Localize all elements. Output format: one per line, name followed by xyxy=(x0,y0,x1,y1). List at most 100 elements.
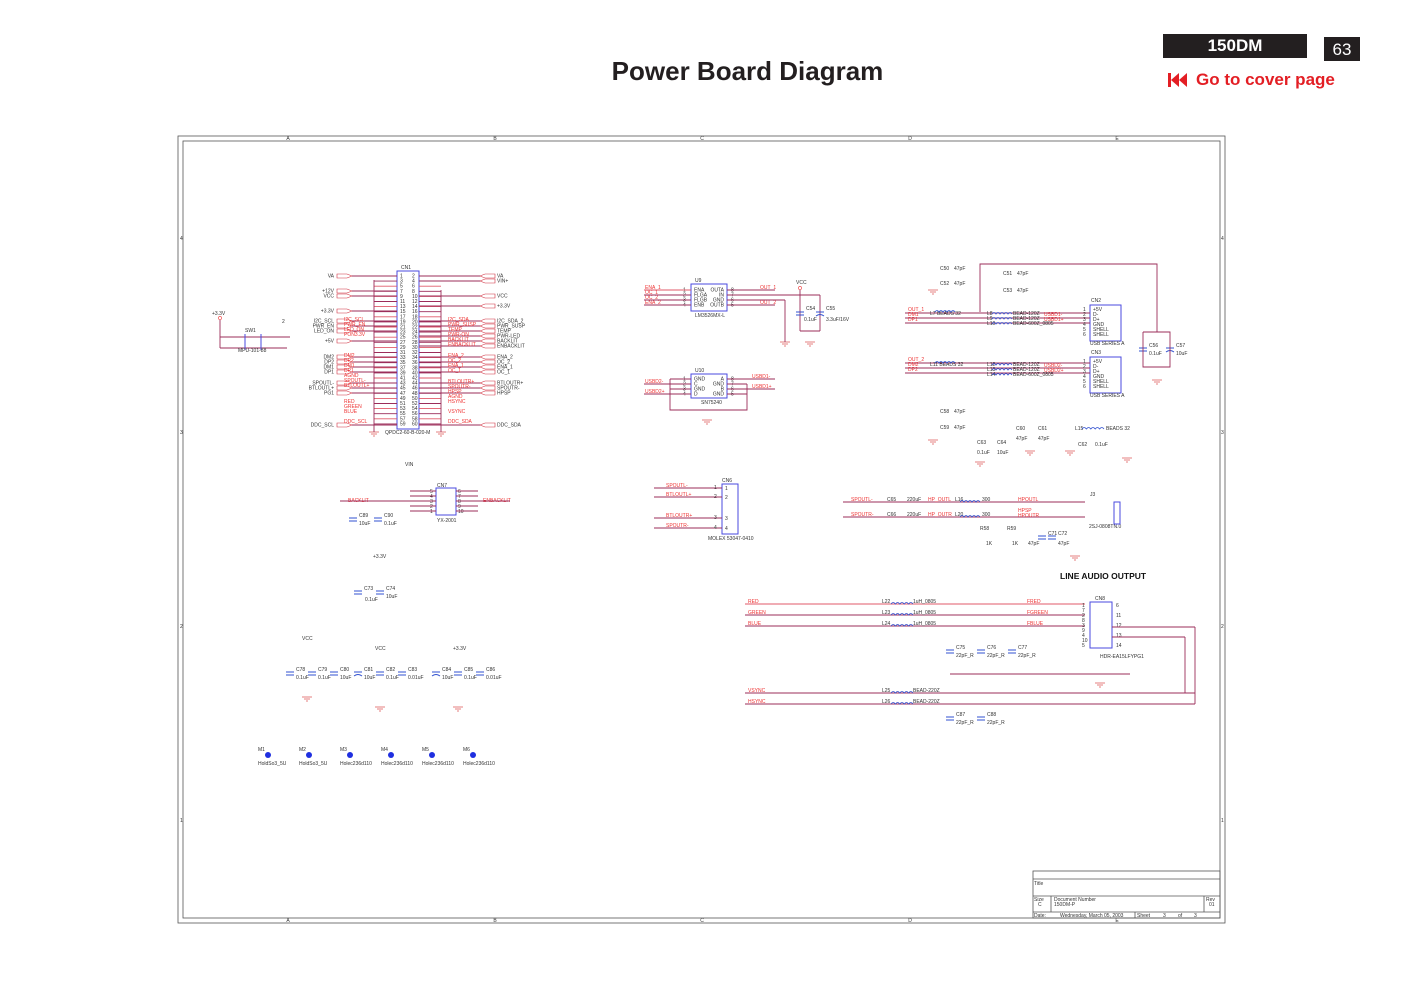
inductor-icon xyxy=(991,317,1013,320)
net-label-right: BTLOUTR+ xyxy=(497,381,523,387)
drawing-inner-border xyxy=(182,140,1221,919)
net-label-right: DDC_SDA xyxy=(497,423,522,429)
net-label: DP1 xyxy=(908,317,918,323)
pin-number: 28 xyxy=(412,340,418,346)
net-port-icon xyxy=(336,323,353,329)
net-label-inner: DP1 xyxy=(344,368,354,374)
capacitor-ref: C62 xyxy=(1078,442,1087,448)
net-label: OUT_1 xyxy=(760,285,776,291)
net-port-icon xyxy=(479,333,496,339)
border-row-marker: 4 xyxy=(180,236,183,242)
inductor-icon xyxy=(991,368,1013,371)
pin-number: 53 xyxy=(400,406,406,412)
net-label-inner: BLUE xyxy=(344,409,358,415)
capacitor-value: 47pF xyxy=(1058,541,1069,547)
pin-number: 39 xyxy=(400,370,406,376)
capacitor-value: 47pF xyxy=(1038,436,1049,442)
date-label: Date: xyxy=(1034,913,1046,919)
chip-pin-name: OUTB xyxy=(710,303,725,309)
capacitor-value: 10uF xyxy=(1176,351,1187,357)
document-number: 150DM-P xyxy=(1054,902,1076,908)
capacitor-ref: C84 xyxy=(442,667,451,673)
net-label: ENA_2 xyxy=(645,300,661,306)
capacitor-ref: C76 xyxy=(987,645,996,651)
net-label: BLUE xyxy=(748,621,762,627)
cn1-connector: CN1 QPDC2-60-B-020-M 1357911131517192123… xyxy=(309,265,526,437)
capacitor-ref: C87 xyxy=(956,712,965,718)
connector-pin-number: 3 xyxy=(1083,369,1086,375)
connector-pin: SHELL xyxy=(1093,332,1109,338)
mounting-hole-icon xyxy=(429,752,435,758)
go-to-cover-link[interactable]: Go to cover page xyxy=(1168,70,1335,90)
net-label-left: SPOUTL- xyxy=(312,381,334,387)
pin-number: 9 xyxy=(1082,628,1085,634)
pin-number: 32 xyxy=(412,350,418,356)
pin-number: 30 xyxy=(412,345,418,351)
bead-ref: L16 xyxy=(955,497,964,503)
pin-number: 4 xyxy=(430,494,433,500)
net-label: USBD2- xyxy=(1044,363,1063,369)
net-label: RED xyxy=(748,599,759,605)
connector-pin: SHELL xyxy=(1093,327,1109,333)
capacitor-value: 47pF xyxy=(1028,541,1039,547)
net-label: ENA_1 xyxy=(645,285,661,291)
chip-pin-number: 5 xyxy=(731,392,734,398)
pin-number: 34 xyxy=(412,355,418,361)
capacitor-ref: C90 xyxy=(384,513,393,519)
net-label-right: ENA_1 xyxy=(497,365,513,371)
net-port-icon xyxy=(336,318,353,324)
net-label: BTLOUTR+ xyxy=(666,513,692,519)
pin-number: 4 xyxy=(1082,633,1085,639)
net-label-inner: I2C_SCL xyxy=(344,317,365,323)
inductor-icon xyxy=(991,322,1013,325)
capacitor-value: 10uF xyxy=(359,521,370,527)
net-port-icon xyxy=(479,390,496,396)
net-label-inner: DDC_SCL xyxy=(344,419,368,425)
pin-number: 44 xyxy=(412,381,418,387)
pin-number: 14 xyxy=(1116,643,1122,649)
chip-pin-number: 3 xyxy=(683,298,686,304)
connector-pin-number: 4 xyxy=(1083,322,1086,328)
pin-number: 29 xyxy=(400,345,406,351)
net-port-icon xyxy=(479,380,496,386)
mounting-hole-part: Holec236d110 xyxy=(381,761,413,767)
chip-pin-name: A xyxy=(721,377,725,383)
skip-back-icon xyxy=(1168,72,1188,88)
cn1-pin-numbers: 1357911131517192123252729313335373941434… xyxy=(374,274,441,427)
net-label: USBD1- xyxy=(1044,312,1063,318)
net-port-icon xyxy=(479,364,496,370)
chip-pin-number: 6 xyxy=(731,387,734,393)
net-label-right: VA xyxy=(497,274,504,280)
size-label: Size xyxy=(1034,897,1044,903)
pin-number: 4 xyxy=(725,526,728,532)
border-row-marker: 1 xyxy=(1221,818,1224,824)
inductor-icon xyxy=(959,500,981,503)
net-label: HPSP xyxy=(1018,508,1032,514)
net-label: DM2 xyxy=(908,362,919,368)
inductor-icon xyxy=(1081,427,1105,430)
bead-value: 1uH_0805 xyxy=(913,610,936,616)
pin-number: 31 xyxy=(400,350,406,356)
capacitor-ref: C51 xyxy=(1003,271,1012,277)
pin-number: 42 xyxy=(412,376,418,382)
capacitor-value: 0.1uF xyxy=(464,675,477,681)
mounting-hole-icon xyxy=(388,752,394,758)
capacitor-ref: C50 xyxy=(940,266,949,272)
connector-pin-number: 2 xyxy=(1083,312,1086,318)
border-col-marker: A xyxy=(286,918,290,924)
pin-number: 21 xyxy=(400,325,406,331)
pin-number: 3 xyxy=(714,515,717,521)
pin-number: 13 xyxy=(400,304,406,310)
net-label-inner: PWR_EN xyxy=(344,322,366,328)
capacitor-ref: C52 xyxy=(940,281,949,287)
bead-value: BEAD-120Z xyxy=(1013,367,1040,373)
net-label-inner: AGND xyxy=(344,373,359,379)
net-port-icon xyxy=(479,278,496,284)
net-label-left: +12V xyxy=(322,289,334,295)
net-label-right: TEMP xyxy=(497,329,512,335)
chip-pin-name: FLGB xyxy=(694,298,708,304)
pin-number: 47 xyxy=(400,391,406,397)
net-label-right: BACKLIT xyxy=(497,339,518,345)
pin-number: 56 xyxy=(412,411,418,417)
